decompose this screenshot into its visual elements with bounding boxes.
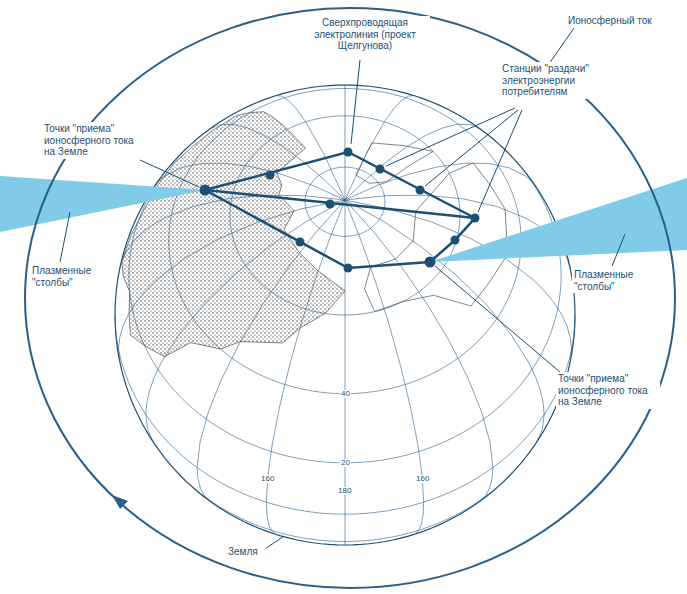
- power-line: [205, 152, 475, 268]
- leader-line: [60, 212, 70, 262]
- current-arrowhead: [112, 495, 128, 509]
- power-line: [205, 152, 475, 268]
- leader-line: [386, 108, 515, 166]
- latitude-number: 20: [340, 459, 351, 467]
- station-dots: [200, 148, 480, 273]
- plasma-column: [0, 176, 205, 232]
- plasma-column-label: Плазменные "столбы": [572, 268, 657, 293]
- leader-line: [435, 266, 560, 372]
- station-label: Станции "раздачи" электроэнергии потреби…: [500, 62, 625, 99]
- receiving-point: [425, 257, 436, 268]
- station-dot: [266, 171, 275, 180]
- station-dot: [416, 186, 425, 195]
- leader-line: [425, 110, 518, 186]
- station-dot: [326, 200, 335, 209]
- station-dot: [451, 236, 460, 245]
- ionospheric-current-loop: [25, 8, 675, 588]
- land-eurasia: [122, 112, 345, 357]
- earth-label: Земля: [226, 545, 266, 559]
- receiving-point-label: Точки "приема" ионосферного тока на Земл…: [42, 122, 147, 159]
- leader-line: [549, 28, 574, 64]
- station-dot: [344, 264, 353, 273]
- station-dot: [376, 165, 385, 174]
- graticule: [115, 85, 575, 545]
- latitude-number: 40: [340, 390, 351, 398]
- station-dot: [296, 238, 305, 247]
- leader-line: [140, 160, 199, 187]
- current-label: Ионосферный ток: [566, 14, 681, 28]
- station-dot: [344, 148, 353, 157]
- plasma-column-label: Плазменные "столбы": [30, 264, 108, 289]
- longitude-number: 160: [260, 475, 275, 483]
- leader-line: [612, 234, 625, 266]
- leader-lines: [60, 28, 625, 551]
- station-dot: [471, 214, 480, 223]
- leader-line: [351, 60, 360, 144]
- globe-outline: [115, 85, 575, 545]
- globe: [115, 85, 575, 545]
- line-label: Сверхпроводящая электролиния (проект Щел…: [300, 16, 430, 53]
- receiving-point: [200, 185, 211, 196]
- land-outline: [364, 163, 506, 312]
- receiving-point-label: Точки "приема" ионосферного тока на Земл…: [556, 372, 660, 409]
- longitude-number: 160: [415, 475, 430, 483]
- longitude-number: 180: [337, 487, 352, 495]
- leader-line: [478, 110, 522, 212]
- plasma-column: [430, 178, 687, 262]
- power-line: [205, 190, 475, 218]
